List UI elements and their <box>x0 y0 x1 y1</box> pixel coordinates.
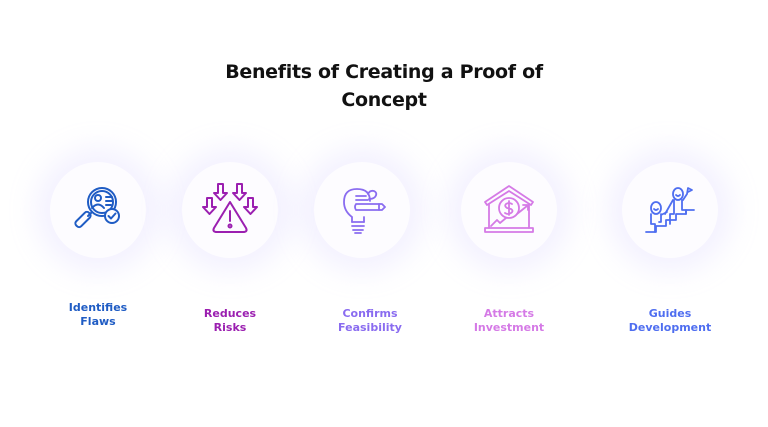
title-line-2: Concept <box>341 89 427 111</box>
benefit-label-identifies-flaws: Identifies Flaws <box>68 301 128 328</box>
benefit-label-guides-development: Guides Development <box>628 307 712 334</box>
benefit-circle-guides-development <box>622 162 718 258</box>
lightbulb-pencil-icon <box>343 188 386 234</box>
benefit-label-confirms-feasibility: Confirms Feasibility <box>338 307 402 334</box>
benefit-label-reduces-risks: Reduces Risks <box>203 307 257 334</box>
title-line-1: Benefits of Creating a Proof of <box>225 61 543 83</box>
house-dollar-growth-icon <box>484 185 534 233</box>
benefit-circle-reduces-risks <box>182 162 278 258</box>
people-climbing-stairs-icon <box>645 187 695 233</box>
benefit-label-attracts-investment: Attracts Investment <box>473 307 545 334</box>
warning-arrows-icon <box>202 183 258 233</box>
magnifier-profile-check-icon <box>74 187 120 229</box>
benefit-circle-identifies-flaws <box>50 162 146 258</box>
benefit-circle-confirms-feasibility <box>314 162 410 258</box>
benefit-circle-attracts-investment <box>461 162 557 258</box>
page-title: Benefits of Creating a Proof of Concept <box>184 58 584 114</box>
